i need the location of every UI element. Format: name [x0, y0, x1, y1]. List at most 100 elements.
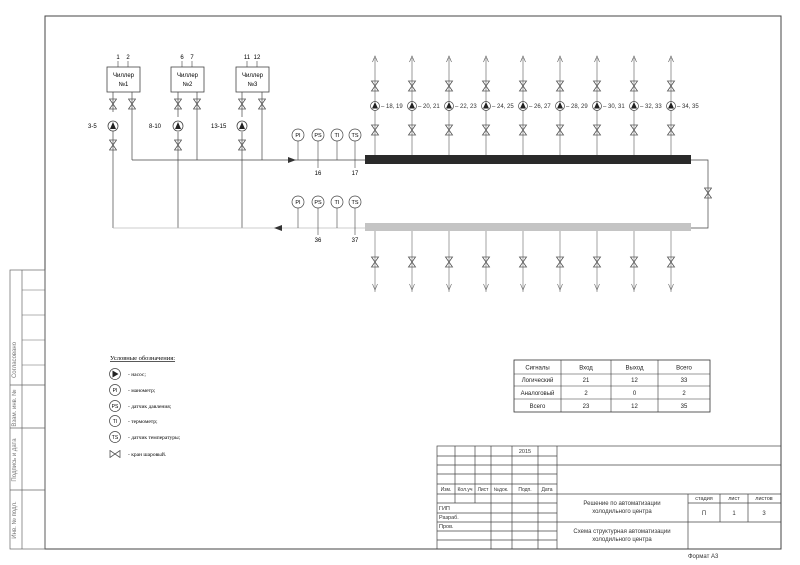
flow-arrow-up-icon	[372, 55, 378, 63]
ball-valve-icon	[109, 450, 121, 458]
col-header-date: Дата	[541, 487, 552, 493]
sheet-value: 1	[732, 511, 736, 517]
return-signal-a: 36	[315, 238, 322, 244]
stage-header: стадия	[695, 496, 713, 502]
signals-header-cell: Выход	[626, 366, 644, 372]
return-signal-b: 37	[352, 238, 359, 244]
consumer-pump-label: – 30, 31	[603, 104, 625, 110]
chiller-1-pump-label: 3-5	[88, 124, 97, 130]
ball-valve-icon	[555, 256, 565, 268]
ball-valve-icon	[592, 124, 602, 136]
flow-arrow-up-icon	[668, 55, 674, 63]
pump-icon	[481, 101, 491, 111]
flow-arrow-up-icon	[446, 55, 452, 63]
consumer-pump-label: – 18, 19	[381, 104, 403, 110]
return-sensors: PI PS TI TS 36 37	[291, 195, 362, 244]
consumer-branch: – 28, 29	[555, 55, 588, 292]
signals-cell: 23	[583, 404, 590, 410]
ball-valve-icon	[481, 256, 491, 268]
flow-arrow-down-icon	[446, 283, 452, 291]
legend-pump-text: - насос;	[128, 372, 146, 378]
consumer-branch: – 34, 35	[666, 55, 699, 292]
ball-valve-icon	[370, 256, 380, 268]
return-manometer-label: PI	[295, 200, 301, 206]
signals-cell: Логический	[522, 377, 554, 384]
chiller-1-signal-b: 2	[126, 55, 130, 61]
flow-arrow-up-icon	[594, 55, 600, 63]
margin-label-replaces: Взам. инв. №	[11, 389, 18, 426]
supply-sensors: PI PS TI TS 16 17	[291, 128, 362, 177]
flow-arrow-up-icon	[483, 55, 489, 63]
flow-arrow-up-icon	[409, 55, 415, 63]
signals-cell: Аналоговый	[521, 390, 555, 397]
flow-arrow-up-icon	[631, 55, 637, 63]
ball-valve-icon	[370, 80, 380, 92]
return-flow-arrow	[274, 225, 282, 231]
margin-label-inventory: Инв. № подл.	[11, 501, 18, 539]
legend-manometer-symbol: PI	[113, 388, 118, 394]
pump-icon	[629, 101, 639, 111]
supply-flow-arrow	[288, 157, 296, 163]
signals-header-cell: Сигналы	[525, 366, 549, 372]
project-title-line1: Решение по автоматизации	[583, 501, 660, 507]
legend-pressure-text: - датчик давления;	[128, 404, 172, 410]
supply-signal-b: 17	[352, 171, 359, 177]
legend: Условные обозначения: - насос; PI - мано…	[109, 355, 181, 458]
legend-temp-symbol: TS	[112, 435, 119, 441]
legend-pressure-symbol: PS	[112, 404, 119, 410]
legend-thermometer-symbol: TI	[113, 419, 117, 425]
ball-valve-icon	[444, 80, 454, 92]
supply-manometer-label: PI	[295, 133, 301, 139]
chiller-3-signal-b: 12	[254, 55, 261, 61]
margin-stamp: Согласовано Взам. инв. № Подпись и дата …	[9, 269, 46, 550]
ball-valve-icon	[629, 80, 639, 92]
chiller-3-pump-label: 13-15	[211, 124, 227, 130]
sheet-header: лист	[728, 496, 740, 502]
consumer-pump-label: – 24, 25	[492, 104, 514, 110]
flow-arrow-down-icon	[668, 283, 674, 291]
stage-value: П	[702, 511, 706, 517]
flow-arrow-up-icon	[557, 55, 563, 63]
chiller-2-name: Чиллер	[177, 73, 199, 79]
pump-icon	[370, 101, 380, 111]
pump-icon	[592, 101, 602, 111]
role-checker: Пров.	[439, 524, 454, 530]
title-block-text: 2015 Изм. Кол.уч Лист №док. Подп. Дата Г…	[439, 449, 773, 560]
consumer-branch: – 26, 27	[518, 55, 551, 292]
return-header-bar	[365, 223, 691, 231]
pump-icon	[444, 101, 454, 111]
supply-header-bar	[365, 155, 691, 164]
supply-thermometer-label: TI	[335, 133, 340, 139]
ball-valve-icon	[555, 80, 565, 92]
ball-valve-icon	[407, 124, 417, 136]
drawing-frame	[44, 15, 782, 550]
margin-label-signature: Подпись и дата	[12, 438, 18, 482]
ball-valve-icon	[407, 80, 417, 92]
col-header-sign: Подп.	[518, 487, 531, 493]
signals-cell: 12	[631, 378, 638, 384]
consumer-branch: – 20, 21	[407, 55, 440, 292]
ball-valve-icon	[666, 80, 676, 92]
signals-header-cell: Вход	[579, 366, 593, 372]
signals-cell: Всего	[530, 404, 546, 410]
sheets-header: листов	[755, 496, 773, 502]
chiller-3-name: Чиллер	[242, 73, 264, 79]
ball-valve-icon	[666, 124, 676, 136]
legend-thermometer-text: - термометр;	[128, 419, 158, 425]
pump-icon	[555, 101, 565, 111]
signals-cell: 12	[631, 404, 638, 410]
legend-temp-text: - датчик температуры;	[128, 435, 181, 441]
sheet-title-line1: Схема структурная автоматизации	[573, 529, 670, 535]
project-title-line2: холодильного центра	[592, 509, 652, 515]
ball-valve-icon	[481, 80, 491, 92]
chiller-unit-1: Чиллер №1 1 2	[106, 55, 141, 93]
signals-cell: 2	[682, 391, 686, 397]
return-pressure-sensor-label: PS	[314, 200, 322, 206]
chiller-2-pump-label: 8-10	[149, 124, 162, 130]
signals-cell: 21	[583, 378, 590, 384]
ball-valve-icon	[592, 80, 602, 92]
ball-valve-icon	[518, 256, 528, 268]
chiller-2-signal-b: 7	[190, 55, 194, 61]
supply-pressure-sensor-label: PS	[314, 133, 322, 139]
